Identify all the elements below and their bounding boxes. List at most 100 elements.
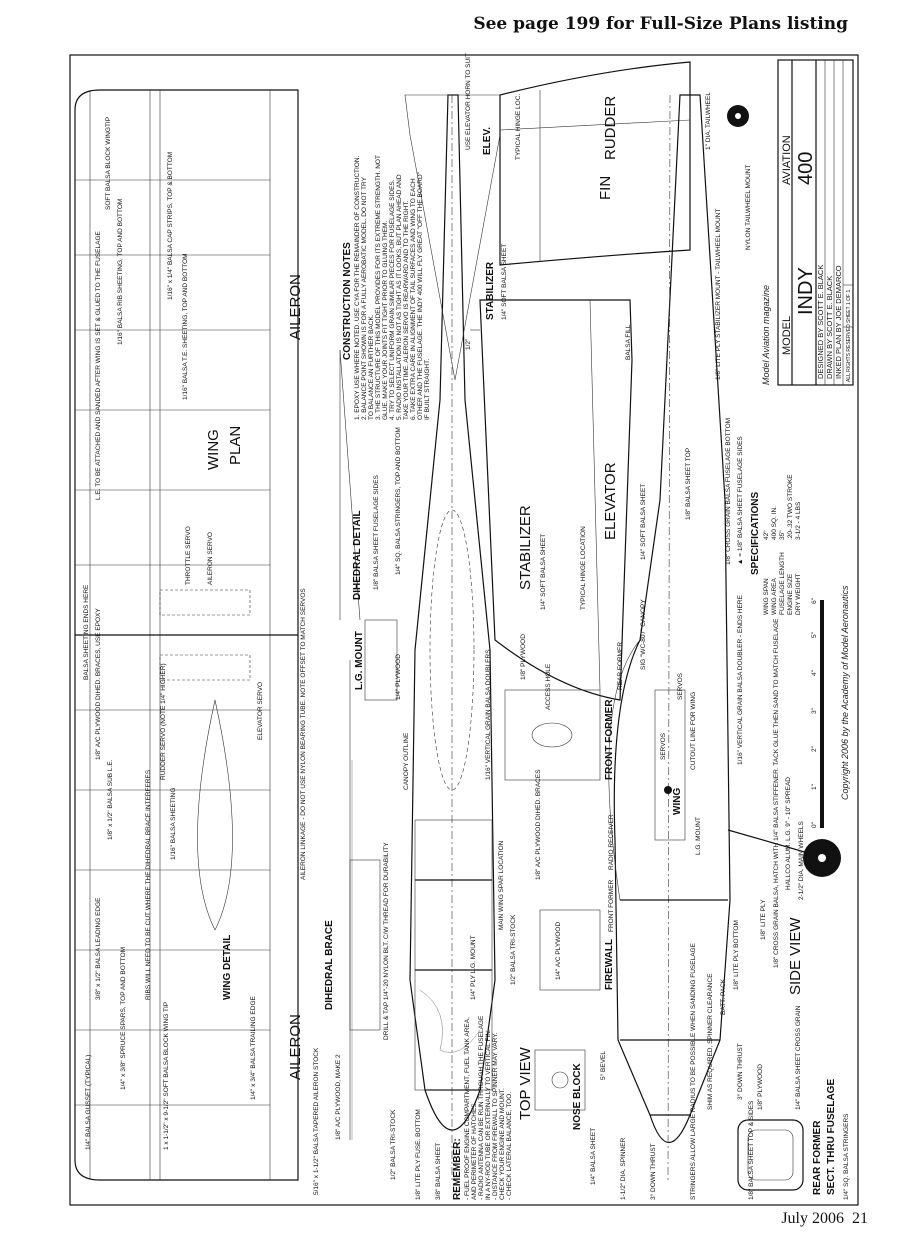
dihedral-detail-drawing: [339, 329, 480, 621]
note-line: GLUE. MAKE YOUR JOINTS FIT TIGHT PRIOR T…: [382, 221, 389, 420]
annotation: 1-1/2" DIA. SPINNER: [620, 1137, 627, 1200]
view-label-top-view: TOP VIEW: [517, 1046, 534, 1120]
annotation: 1/4" BALSA GUSSET (TYPICAL): [85, 1055, 92, 1150]
remember-line: IN A NY-ROD TUBE OR EXTERNALLY TO VERTIC…: [485, 1029, 492, 1200]
view-label-lg-mount: L.G. MOUNT: [354, 631, 365, 690]
scale-bar: 0" 1" 2" 3" 4" 5" 6": [811, 597, 824, 828]
annotation: DRILL & TAP 1/4"-20 NYLON BLT. C/W THREA…: [383, 842, 390, 1040]
inked-by: INKED PLAN BY JOE DEMARCO: [834, 265, 843, 379]
annotation: 1/4" SOFT BALSA SHEET: [640, 484, 647, 560]
note-line: 4. TRY TO SELECT UNIFORM GRAIN SIMILAR P…: [389, 179, 396, 420]
annotation: USE ELEVATOR HORN TO SUIT: [465, 53, 472, 150]
annotation: 1/8" A/C PLYWOOD DIHED. BRACES: [535, 769, 542, 880]
view-label-dihedral-brace: DIHEDRAL BRACE: [324, 920, 335, 1010]
annotation: 1/16" VERTICAL GRAIN BALSA DOUBLERS: [485, 649, 492, 780]
remember-line: - FUEL PROOF ENGINE COMPARTMENT, FUEL TA…: [464, 1017, 471, 1200]
annotation: NYLON TAILWHEEL MOUNT: [745, 165, 752, 250]
remember-notes: REMEMBER: - FUEL PROOF ENGINE COMPARTMEN…: [452, 1015, 513, 1200]
scale-tick: 5": [811, 631, 818, 638]
note-line: 1. EPOXY USE WHERE NOTED. USE CYA FOR TH…: [354, 155, 361, 420]
remember-title: REMEMBER:: [452, 1138, 463, 1200]
remember-line: AND PERIMETER OF HATCHES.: [471, 1101, 478, 1200]
annotation: 2-1/2" DIA. MAIN WHEELS: [798, 820, 805, 900]
annotation: RIBS WILL NEED TO BE CUT WHERE THE DIHED…: [145, 769, 152, 1000]
view-label-wing: WING: [205, 429, 222, 470]
annotation: CUTOUT LINE FOR WING: [690, 692, 697, 770]
annotation: REAR FORMER: [617, 642, 624, 690]
annotation: 1/4" BALSA SHEET CROSS GRAIN: [795, 1005, 802, 1110]
annotation: 1/4" x 3/4" BALSA TRAILING EDGE: [250, 995, 257, 1100]
annotation: HALLCO ALUM. L.G. 9" - 10" SPREAD: [785, 777, 792, 890]
annotation: 1/2" BALSA TRI-STOCK: [510, 914, 517, 985]
annotation: MAIN WING SPAR LOCATION: [498, 840, 505, 930]
annotation: 1" DIA. TAILWHEEL: [705, 92, 712, 150]
annotation: CANOPY OUTLINE: [403, 732, 410, 790]
view-label-rear-former: REAR FORMER: [812, 1120, 823, 1195]
annotation: 1/4" BALSA SHEET: [590, 1128, 597, 1185]
plans-listing-header: See page 199 for Full-Size Plans listing: [473, 14, 848, 34]
designed-by: DESIGNED BY SCOTT E. BLACK: [816, 265, 825, 379]
annotation: 1/16" BALSA T.E. SHEETING, TOP AND BOTTO…: [182, 253, 189, 400]
note-line: TAKE YOUR TIME. ALERON SERVO IS REARWARD…: [403, 200, 410, 420]
annotation: ▲ = 1/8" BALSA SHEET FUSELAGE SIDES: [737, 436, 744, 565]
annotation: 5/16" x 1-1/2" BALSA TAPERED AILERON STO…: [313, 1047, 320, 1195]
spec-label: ENGINE SIZE: [787, 573, 794, 615]
annotation: 1/8" x 1/2" BALSA SUB L.E.: [107, 759, 114, 840]
remember-line: - DISTANCE FROM FIREWALL TO SPINNER MAY …: [492, 1032, 499, 1200]
annotation: SERVOS: [677, 672, 684, 700]
annotation: ELEVATOR SERVO: [257, 682, 264, 740]
annotation: 1/4" A/C PLYWOOD: [555, 922, 562, 980]
annotation: 1/4" PLYWOOD: [395, 654, 402, 700]
view-label-stabilizer: STABILIZER: [517, 505, 534, 590]
wing-plan-drawing: [74, 89, 353, 1181]
view-label-elevator: ELEVATOR: [602, 462, 619, 540]
note-line: 5. RADIO INSTALLATION IS NOT AS TIGHT AS…: [396, 174, 403, 420]
annotation: 1/4" SQ. BALSA STRINGERS: [843, 1113, 850, 1200]
spec-value: 400 SQ. IN.: [771, 506, 778, 540]
annotation: BATT. PACK: [720, 978, 727, 1015]
scale-tick: 3": [811, 707, 818, 714]
annotation: 3/8" BALSA SHEET: [435, 1143, 442, 1200]
annotation: SERVOS: [660, 732, 667, 760]
annotation: 1/4" PLY L.G. MOUNT: [470, 935, 477, 1000]
annotation: 3° DOWN THRUST: [736, 1043, 744, 1100]
annotation: BALSA SHEETING ENDS HERE: [83, 584, 90, 680]
view-label-stabilizer-top: STABILIZER: [485, 261, 496, 320]
scale-tick: 0": [811, 821, 818, 828]
spec-label: WING AREA: [771, 577, 778, 615]
annotation: 1/16" VERTICAL GRAIN BALSA DOUBLER - END…: [737, 594, 744, 765]
annotation: 1 x 1-1/2" x 9-1/2" SOFT BALSA BLOCK WIN…: [163, 1002, 170, 1150]
view-label-aileron-top: AILERON: [287, 274, 304, 340]
annotation: THROTTLE SERVO: [185, 526, 192, 585]
annotation: RUDDER SERVO (NOTE 1/4" HIGHER): [160, 663, 167, 780]
annotation: 1/8" BALSA SHEET TOP: [685, 448, 692, 520]
annotation: 1/16" BALSA SHEETING: [170, 788, 177, 860]
note-line: 2. BALANCE POINT SHOWN IS FOR A FULLY AE…: [361, 176, 368, 420]
title-name: INDY: [795, 267, 817, 315]
annotation: 3° DOWN THRUST: [649, 1143, 657, 1200]
magazine-credit: Model Aviation magazine: [761, 285, 771, 385]
annotation: 1/8" BALSA SHEET FUSELAGE SIDES: [373, 474, 380, 590]
view-label-elev: ELEV.: [482, 127, 493, 155]
annotation: 1/2": [465, 338, 472, 350]
annotation: 1/8" BALSA SHEET TOP & SIDES: [748, 1100, 755, 1200]
scale-tick: 6": [811, 597, 818, 604]
annotation: 5° BEVEL: [599, 1051, 607, 1080]
view-label-front-former: FRONT FORMER: [604, 699, 615, 780]
view-label-rudder: RUDDER: [602, 96, 619, 160]
balance-point-icon: [664, 786, 672, 794]
note-line: 3. THE STRUCTURE OF THIS MODEL PROVIDES …: [375, 155, 382, 420]
title-model: MODEL: [781, 316, 793, 355]
view-label-sect-thru-fuselage: SECT. THRU FUSELAGE: [826, 1079, 837, 1195]
all-rights-reserved: ALL RIGHTS RESERVED: [846, 324, 852, 382]
view-label-dihedral-detail: DIHEDRAL DETAIL: [352, 510, 363, 600]
annotation: STRINGERS ALLOW LARGE RADIUS TO BE POSSI…: [690, 942, 697, 1200]
view-label-wing-side: WING: [672, 788, 683, 815]
note-line: OTHER AND THE FUSELAGE. THE INDY 400 WIL…: [417, 171, 424, 420]
scale-tick: 1": [811, 783, 818, 790]
title-block: MODEL AVIATION INDY 400 DESIGNED BY SCOT…: [777, 59, 854, 386]
annotation: SOFT BALSA BLOCK WINGTIP: [105, 117, 112, 210]
annotation: 1/4" SOFT BALSA SHEET: [540, 534, 547, 610]
